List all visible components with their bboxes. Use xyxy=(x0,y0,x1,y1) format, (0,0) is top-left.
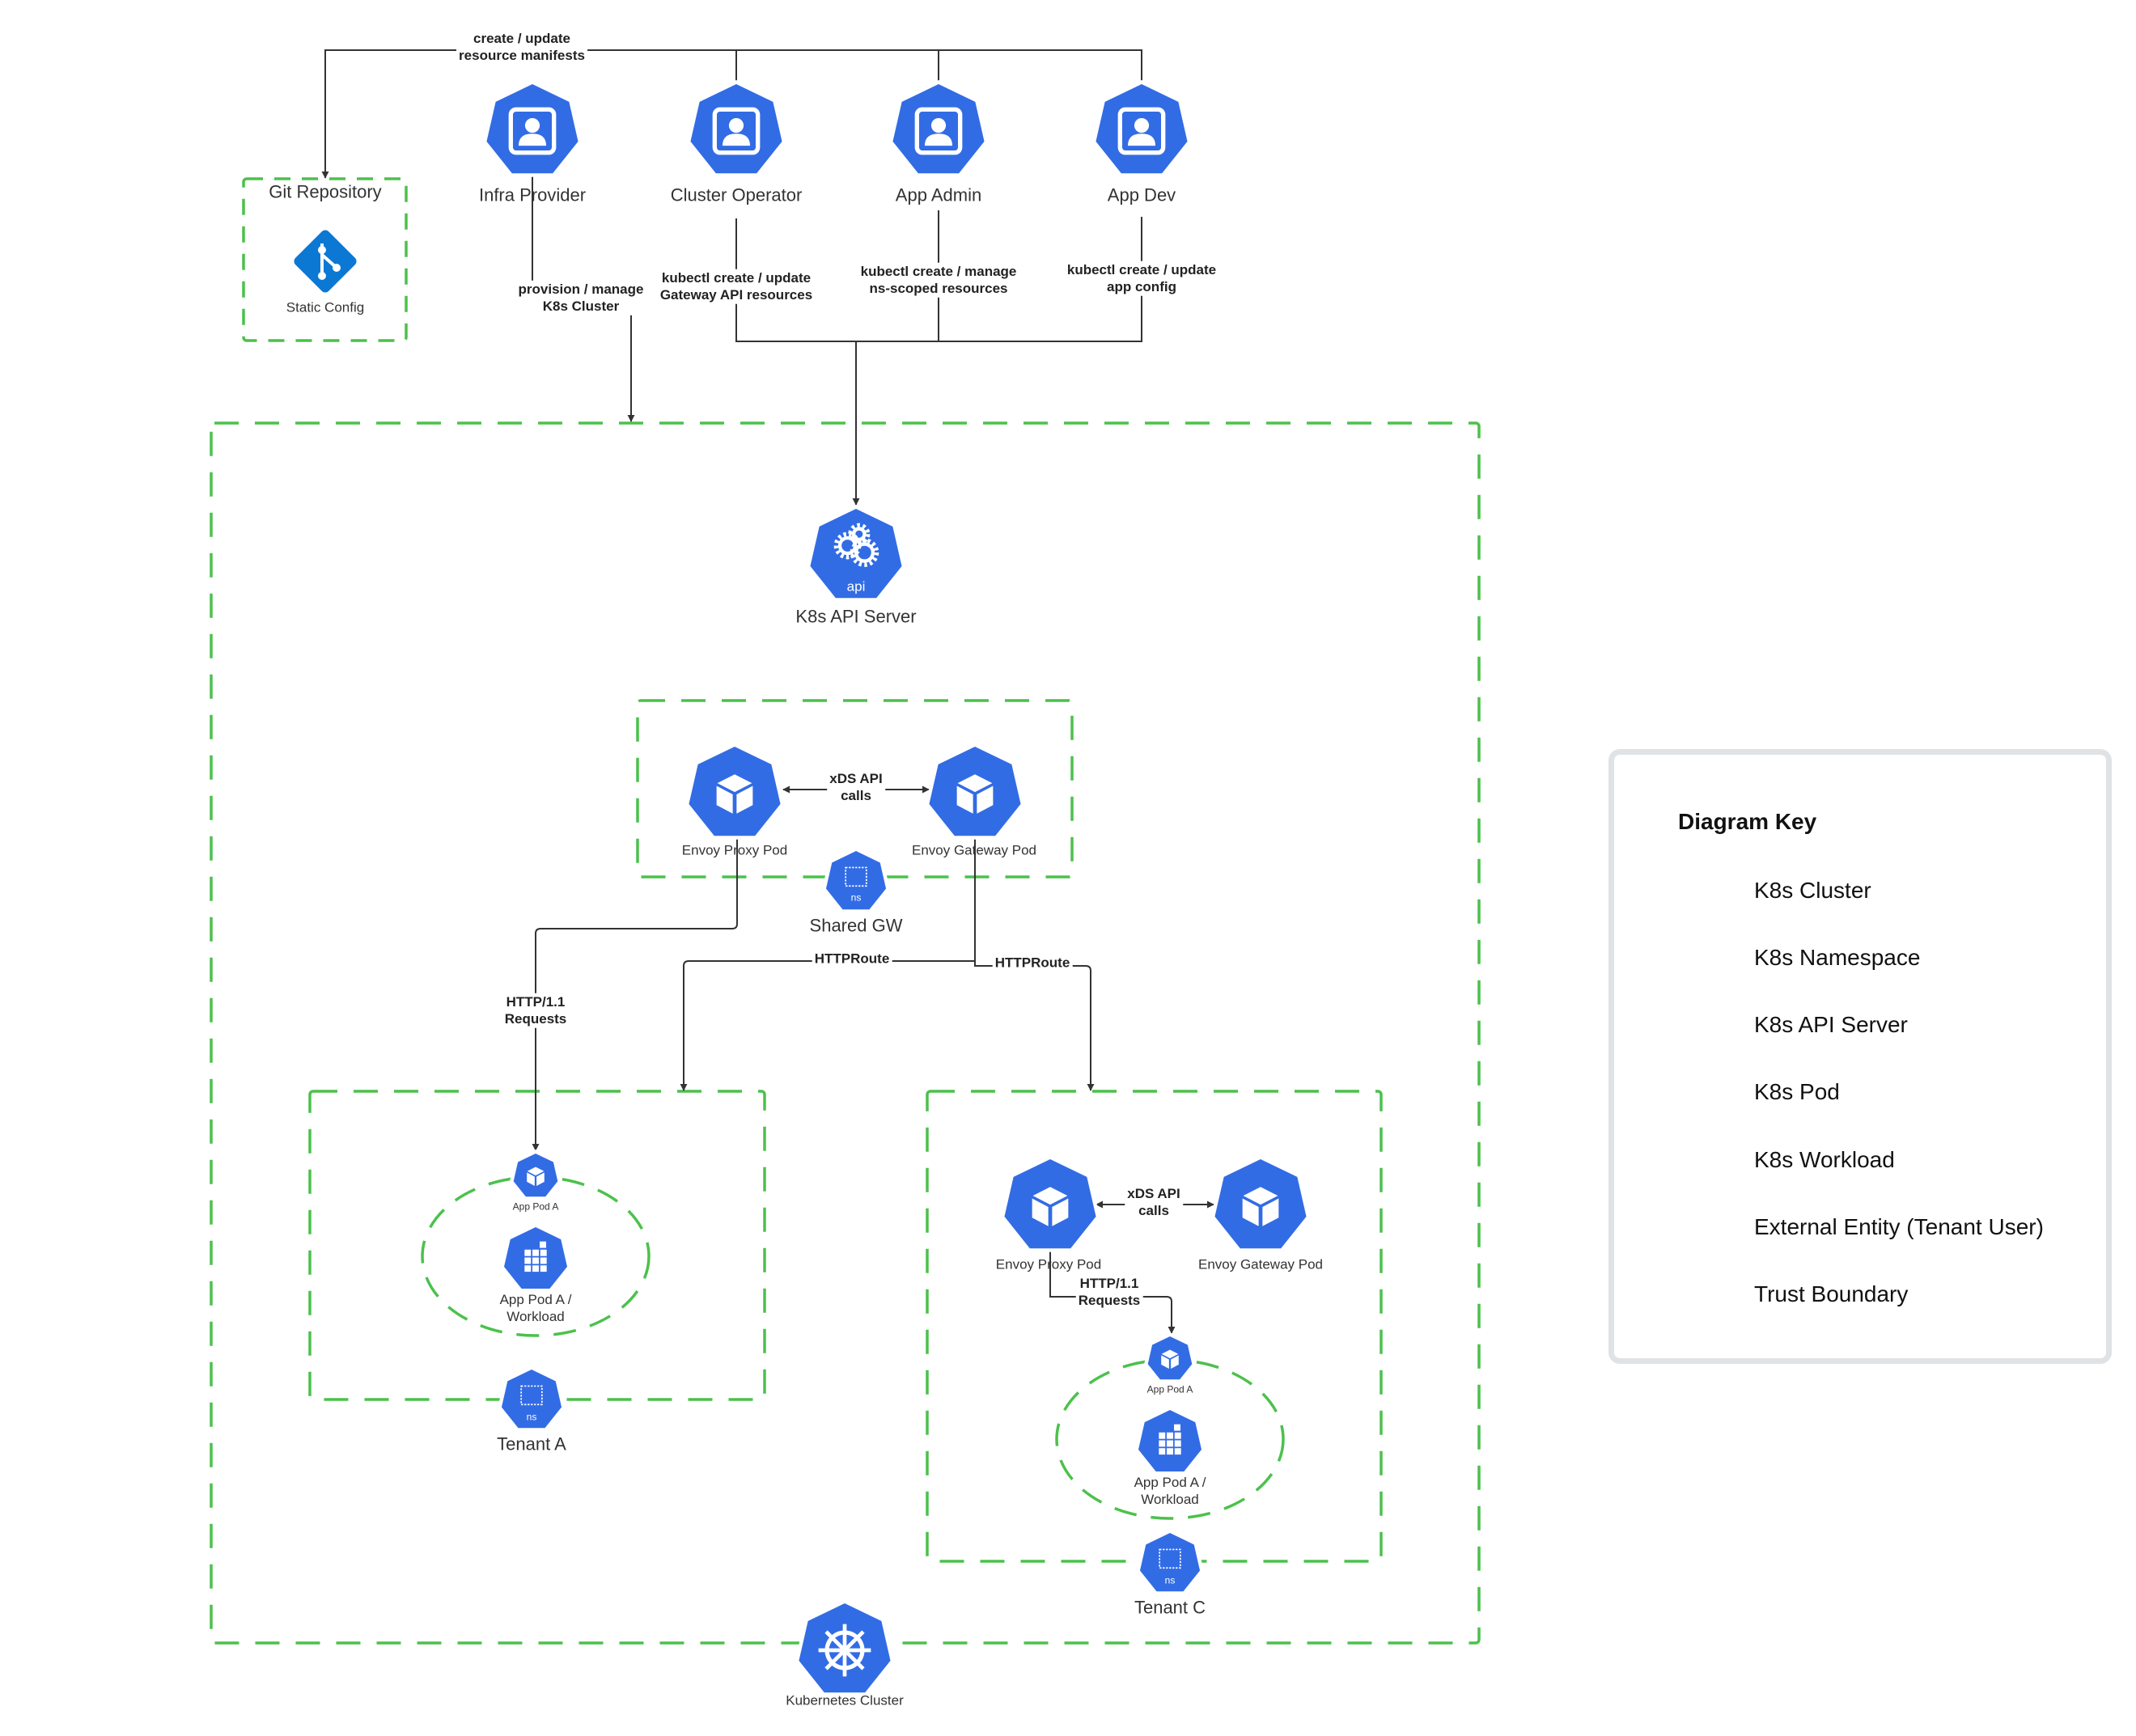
legend-label-external-entity: External Entity (Tenant User) xyxy=(1754,1214,2044,1239)
app-dev-icon xyxy=(1091,80,1192,177)
tenant-c-app-pod-icon xyxy=(1143,1332,1197,1383)
diagram-key-title: Diagram Key xyxy=(1678,809,1817,834)
git-repo-boundary xyxy=(242,177,408,342)
shared-envoy-proxy-pod-label: Envoy Proxy Pod xyxy=(681,842,788,858)
legend-label-k8s-api-server: K8s API Server xyxy=(1754,1012,1908,1037)
edge-label-httproute-1: HTTPRoute xyxy=(812,950,892,968)
tenant-c-workload-icon xyxy=(1134,1406,1206,1476)
git-repository-label: Git Repository xyxy=(269,181,382,202)
api-badge: api xyxy=(846,578,866,595)
tenant-c-envoy-proxy-pod-label: Envoy Proxy Pod xyxy=(995,1256,1102,1272)
legend-label-k8s-pod: K8s Pod xyxy=(1754,1079,1840,1104)
legend-label-k8s-cluster: K8s Cluster xyxy=(1754,878,1871,903)
app-dev-label: App Dev xyxy=(1107,184,1176,205)
legend-label-k8s-workload: K8s Workload xyxy=(1754,1147,1895,1172)
shared-envoy-gateway-pod-label: Envoy Gateway Pod xyxy=(911,842,1037,858)
edge-httproute-c xyxy=(974,961,1095,1091)
edge-label-kubectl-ns: kubectl create / manage ns-scoped resour… xyxy=(858,262,1019,298)
shared-envoy-proxy-pod-icon xyxy=(684,743,785,840)
edge-label-http-a: HTTP/1.1 Requests xyxy=(502,993,570,1028)
edges xyxy=(321,49,1214,1334)
cluster-operator-icon xyxy=(686,80,786,177)
tenant-a-ns-badge: ns xyxy=(526,1411,537,1423)
edge-label-xds-shared: xDS API calls xyxy=(827,769,885,805)
edge-to-git xyxy=(321,49,1142,179)
tenant-c-app-pod-label: App Pod A xyxy=(1146,1383,1193,1395)
edge-label-xds-tenant-c: xDS API calls xyxy=(1125,1184,1183,1220)
k8s-api-server-label: K8s API Server xyxy=(795,606,917,627)
static-config-label: Static Config xyxy=(286,299,365,315)
tenant-a-app-pod-icon xyxy=(509,1150,562,1200)
app-admin-label: App Admin xyxy=(895,184,982,205)
edge-label-kubectl-gateway: kubectl create / update Gateway API reso… xyxy=(657,269,816,304)
edge-label-kubectl-app: kubectl create / update app config xyxy=(1064,260,1219,296)
tenant-c-workload-label: App Pod A / Workload xyxy=(1134,1474,1206,1507)
edge-label-create-update-manifests: create / update resource manifests xyxy=(456,29,587,65)
infra-provider-icon xyxy=(482,80,583,177)
kubernetes-cluster-icon xyxy=(795,1599,895,1696)
shared-envoy-gateway-pod-icon xyxy=(925,743,1025,840)
edge-label-http-c: HTTP/1.1 Requests xyxy=(1075,1274,1143,1310)
shared-gw-label: Shared GW xyxy=(809,915,903,936)
tenant-c-envoy-proxy-pod-icon xyxy=(1000,1155,1100,1252)
app-admin-icon xyxy=(888,80,989,177)
tenant-a-workload-label: App Pod A / Workload xyxy=(499,1291,572,1324)
legend-label-k8s-namespace: K8s Namespace xyxy=(1754,945,1921,970)
edge-http-a xyxy=(532,837,738,1151)
edge-label-provision-manage: provision / manage K8s Cluster xyxy=(515,280,646,315)
tenant-c-ns-badge: ns xyxy=(1164,1574,1176,1586)
tenant-c-envoy-gateway-pod-icon xyxy=(1210,1155,1311,1252)
tenant-c-label: Tenant C xyxy=(1134,1597,1206,1618)
edge-http-c xyxy=(1049,1251,1176,1334)
edge-label-httproute-2: HTTPRoute xyxy=(992,954,1073,972)
tenant-a-label: Tenant A xyxy=(497,1433,566,1454)
diagram-key xyxy=(1608,749,2112,1364)
git-icon xyxy=(294,230,357,293)
tenant-a-app-pod-label: App Pod A xyxy=(512,1200,559,1213)
legend-label-trust-boundary: Trust Boundary xyxy=(1754,1281,1909,1306)
infra-provider-label: Infra Provider xyxy=(478,184,587,205)
shared-gw-ns-badge: ns xyxy=(850,891,862,904)
tenant-a-workload-icon xyxy=(500,1223,571,1293)
kubernetes-cluster-label: Kubernetes Cluster xyxy=(786,1692,904,1708)
cluster-operator-label: Cluster Operator xyxy=(670,184,803,205)
tenant-c-envoy-gateway-pod-label: Envoy Gateway Pod xyxy=(1197,1256,1324,1272)
edge-httproute-a xyxy=(680,837,976,1091)
